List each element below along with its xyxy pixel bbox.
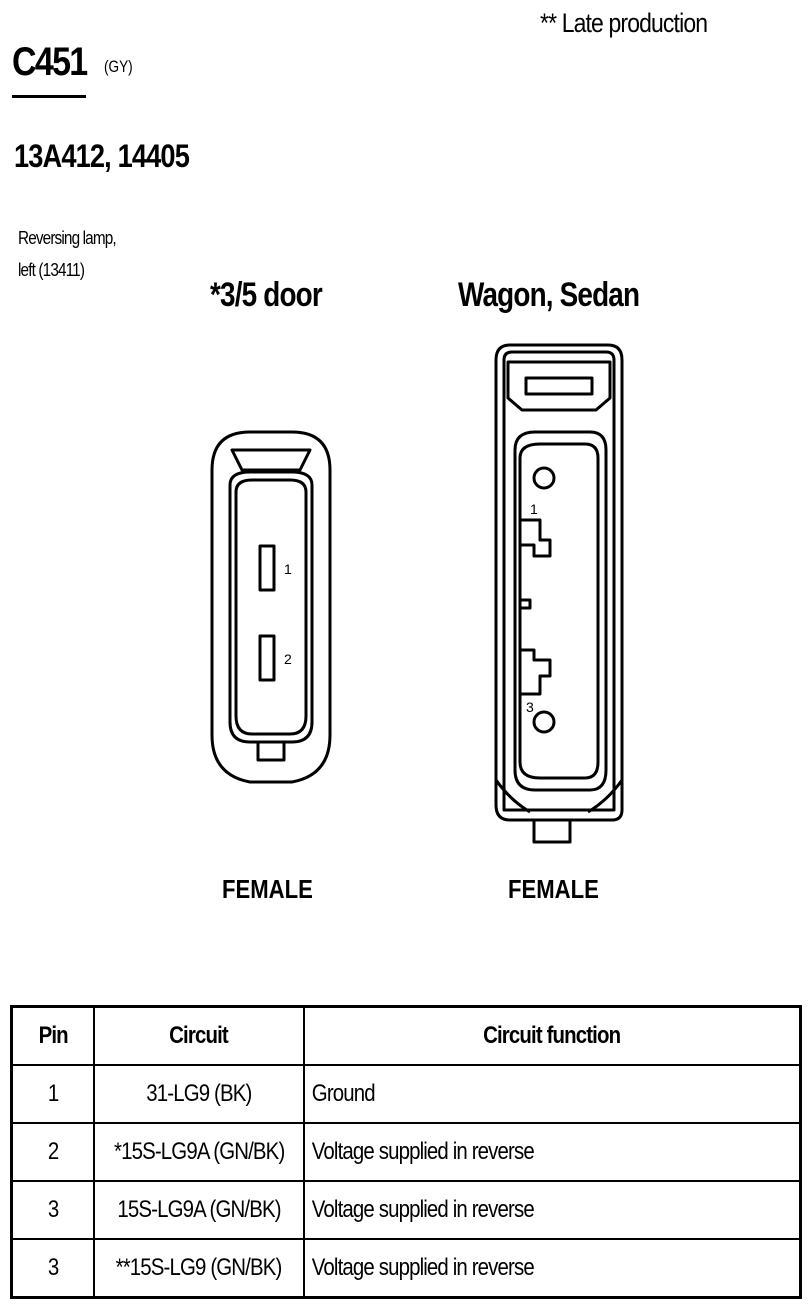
table-header-row: Pin Circuit Circuit function xyxy=(10,1005,802,1066)
table-row: 3 **15S-LG9 (GN/BK) Voltage supplied in … xyxy=(10,1238,802,1299)
circuit-cell: 31-LG9 (BK) xyxy=(93,1064,305,1124)
column-header-pin: Pin xyxy=(10,1005,95,1066)
circuit-cell: *15S-LG9A (GN/BK) xyxy=(93,1122,305,1182)
table-row: 3 15S-LG9A (GN/BK) Voltage supplied in r… xyxy=(10,1180,802,1240)
pin-label: 3 xyxy=(526,699,534,715)
gender-label-3-5-door: FEMALE xyxy=(222,874,313,904)
table-row: 1 31-LG9 (BK) Ground xyxy=(10,1064,802,1124)
circuit-cell: **15S-LG9 (GN/BK) xyxy=(93,1238,305,1299)
circuit-cell: 15S-LG9A (GN/BK) xyxy=(93,1180,305,1240)
column-header-circuit: Circuit xyxy=(93,1005,305,1066)
terminal-cavity xyxy=(258,634,276,682)
connector-face-wagon-sedan xyxy=(494,343,624,844)
table-row: 2 *15S-LG9A (GN/BK) Voltage supplied in … xyxy=(10,1122,802,1182)
function-cell: Ground xyxy=(303,1064,802,1124)
component-description-line2: left (13411) xyxy=(18,260,85,280)
terminal-cavity xyxy=(532,466,556,490)
function-cell: Voltage supplied in reverse xyxy=(303,1238,802,1299)
pin-cell: 2 xyxy=(10,1122,95,1182)
function-cell: Voltage supplied in reverse xyxy=(303,1122,802,1182)
component-description-line1: Reversing lamp, xyxy=(18,228,117,248)
title-underline xyxy=(12,95,86,98)
connector-face-diagram: 1 2 1 3 xyxy=(210,343,624,844)
connector-color-code: (GY) xyxy=(104,57,133,76)
connector-face-3-5-door xyxy=(210,430,332,784)
connector-id: C451 xyxy=(12,40,88,84)
function-cell: Voltage supplied in reverse xyxy=(303,1180,802,1240)
variant-label-wagon-sedan: Wagon, Sedan xyxy=(458,276,640,314)
variant-label-3-5-door: *3/5 door xyxy=(210,276,323,314)
pin-circuit-table: Pin Circuit Circuit function 1 31-LG9 (B… xyxy=(10,1005,802,1299)
column-header-circuit-function: Circuit function xyxy=(303,1005,802,1066)
late-production-note: ** Late production xyxy=(540,8,708,38)
part-numbers: 13A412, 14405 xyxy=(14,138,190,174)
pin-label: 2 xyxy=(284,651,292,667)
pin-cell: 3 xyxy=(10,1238,95,1299)
terminal-cavity xyxy=(258,544,276,592)
terminal-cavity xyxy=(532,710,556,734)
gender-label-wagon-sedan: FEMALE xyxy=(508,874,599,904)
pin-label: 1 xyxy=(530,501,538,517)
pin-cell: 3 xyxy=(10,1180,95,1240)
pin-label: 1 xyxy=(284,561,292,577)
pin-cell: 1 xyxy=(10,1064,95,1124)
